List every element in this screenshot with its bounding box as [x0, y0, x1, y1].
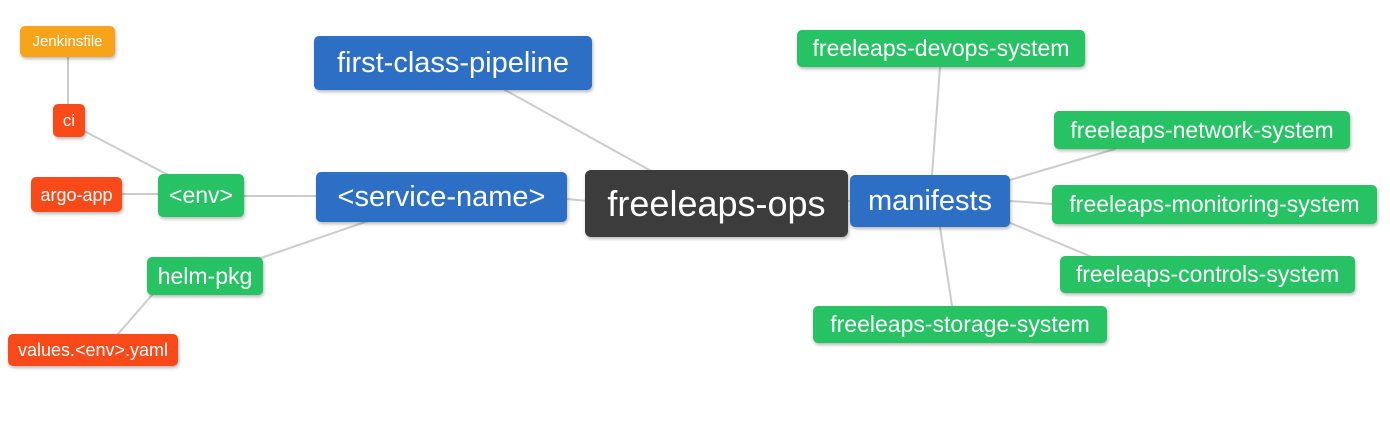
node-first-class-pipeline[interactable]: first-class-pipeline [314, 36, 592, 90]
node-values-env-yaml[interactable]: values.<env>.yaml [8, 334, 178, 366]
edge-manifests-to-freeleaps-network-system [1009, 148, 1116, 181]
node-ci[interactable]: ci [53, 104, 85, 137]
node-env[interactable]: <env> [158, 174, 244, 217]
edge-manifests-to-freeleaps-storage-system [939, 226, 953, 307]
edge-manifests-to-freeleaps-controls-system [1007, 221, 1093, 258]
node-freeleaps-ops[interactable]: freeleaps-ops [585, 170, 848, 237]
node-freeleaps-storage-system[interactable]: freeleaps-storage-system [813, 306, 1107, 343]
node-freeleaps-controls-system[interactable]: freeleaps-controls-system [1060, 256, 1355, 293]
node-freeleaps-network-system[interactable]: freeleaps-network-system [1054, 111, 1350, 149]
node-manifests[interactable]: manifests [850, 175, 1010, 227]
edge-helm-pkg-to-values-env-yaml [117, 294, 153, 335]
edge-manifests-to-freeleaps-devops-system [931, 66, 941, 176]
node-argo-app[interactable]: argo-app [31, 177, 122, 212]
edge-ci-to-env [83, 130, 173, 178]
edge-service-name-to-freeleaps-ops [566, 198, 589, 202]
node-service-name[interactable]: <service-name> [316, 172, 567, 222]
edge-first-class-pipeline-to-freeleaps-ops [504, 89, 654, 173]
edge-manifests-to-freeleaps-monitoring-system [1009, 200, 1053, 205]
node-jenkinsfile[interactable]: Jenkinsfile [20, 26, 115, 57]
node-freeleaps-monitoring-system[interactable]: freeleaps-monitoring-system [1052, 185, 1377, 224]
edge-helm-pkg-to-service-name [260, 220, 369, 259]
node-helm-pkg[interactable]: helm-pkg [147, 257, 263, 295]
node-freeleaps-devops-system[interactable]: freeleaps-devops-system [797, 30, 1085, 67]
